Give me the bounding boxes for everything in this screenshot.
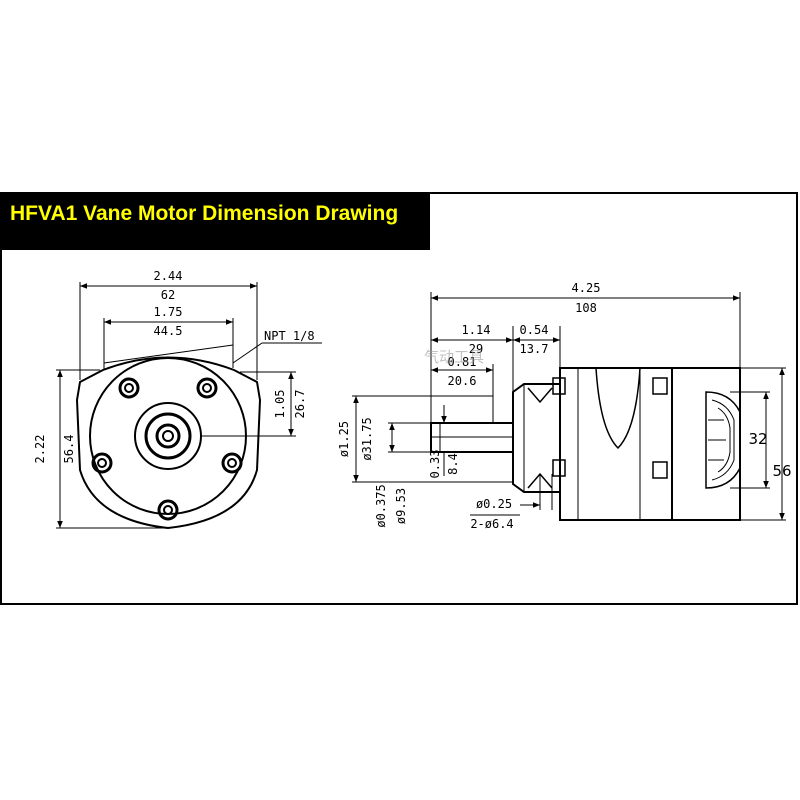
bolt-hole-top-right	[196, 377, 218, 399]
pilot-dia-in: ø1.25	[337, 421, 351, 457]
bolt-hole-left	[91, 452, 113, 474]
front-shaft-core	[162, 430, 174, 442]
watermark: 气动工具	[424, 348, 484, 366]
flange-in: 0.54	[520, 323, 549, 337]
drawing-frame: HFVA1 Vane Motor Dimension Drawing	[0, 192, 798, 605]
body-dia: 56	[772, 462, 791, 480]
exhaust-dia: 32	[748, 430, 767, 448]
shaft-len-in: 1.14	[462, 323, 491, 337]
front-height-in: 2.22	[33, 435, 47, 464]
port-offset-mm: 26.7	[293, 390, 307, 419]
key-h-mm: 8.4	[446, 453, 460, 475]
key-len-mm: 20.6	[448, 374, 477, 388]
bolt-hole-top-left	[118, 377, 140, 399]
port-label: NPT 1/8	[264, 329, 315, 343]
bolt-hole-bottom	[157, 499, 179, 521]
bolt-holes	[91, 377, 243, 521]
side-dimensions	[352, 292, 786, 521]
key-h-in: 0.33	[428, 450, 442, 479]
hole-in: ø0.25	[476, 497, 512, 511]
side-body	[559, 367, 673, 521]
front-bolt-mm: 44.5	[154, 324, 183, 338]
title-bar: HFVA1 Vane Motor Dimension Drawing	[2, 194, 430, 250]
front-height-mm: 56.4	[62, 435, 76, 464]
side-dim-labels: 4.25 108 1.14 29 0.54 13.7 0.81 20.6 ø1.…	[337, 281, 792, 531]
pilot-dia-mm: ø31.75	[360, 417, 374, 460]
port-offset-in: 1.05	[273, 390, 287, 419]
flange-mm: 13.7	[520, 342, 549, 356]
front-width-in: 2.44	[154, 269, 183, 283]
bolt-hole-right	[221, 452, 243, 474]
side-view	[430, 367, 741, 521]
key-len-in: 0.81	[448, 355, 477, 369]
front-width-mm: 62	[161, 288, 175, 302]
drawing-title: HFVA1 Vane Motor Dimension Drawing	[10, 202, 399, 225]
side-length-mm: 108	[575, 301, 597, 315]
front-dim-labels: 2.44 62 1.75 44.5 NPT 1/8 2.22 56.4 1.05…	[33, 269, 315, 463]
side-length-in: 4.25	[572, 281, 601, 295]
side-port-cutout	[595, 367, 641, 450]
shaft-dia-in: ø0.375	[374, 484, 388, 527]
side-muffler	[705, 391, 741, 489]
front-bolt-in: 1.75	[154, 305, 183, 319]
front-shaft	[155, 423, 181, 449]
shaft-dia-mm: ø9.53	[394, 488, 408, 524]
shaft-len-mm: 29	[469, 342, 483, 356]
front-view	[75, 356, 262, 530]
front-dimensions	[56, 282, 322, 529]
front-hub-mid	[144, 412, 192, 460]
side-key	[430, 395, 494, 424]
hole-mm: 2-ø6.4	[470, 517, 513, 531]
